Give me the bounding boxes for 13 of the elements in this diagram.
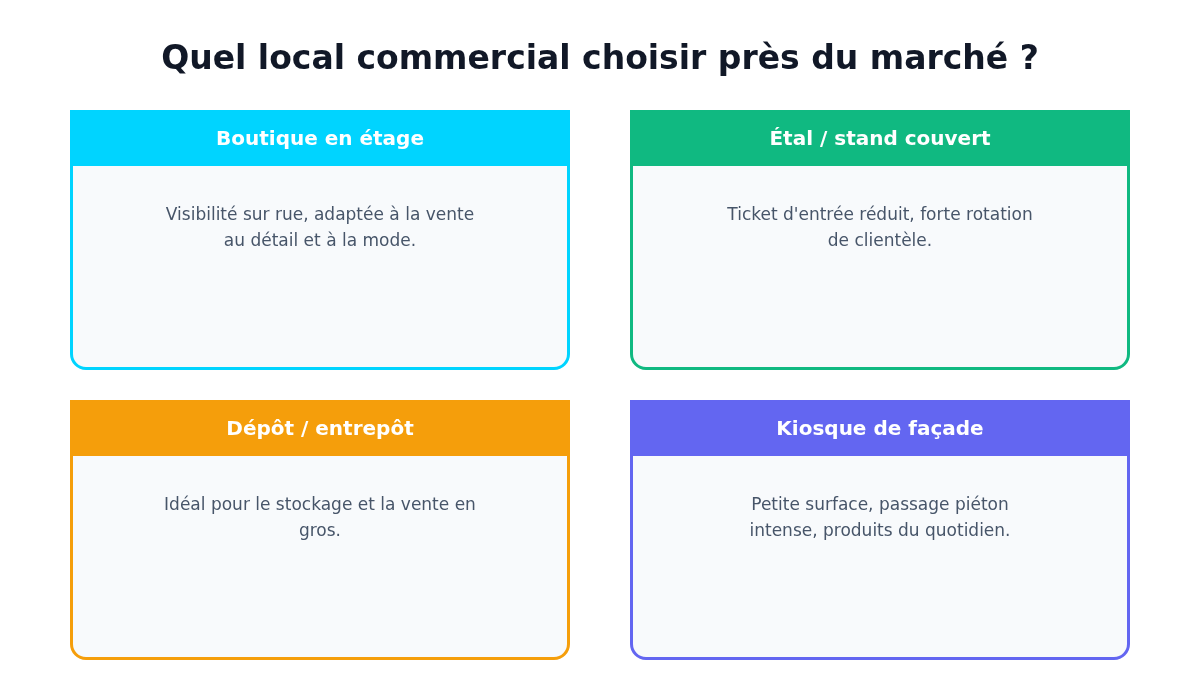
card — [630, 400, 1130, 660]
card-description: Visibilité sur rue, adaptée à la vente au détail et à la mode. — [164, 203, 476, 252]
card-description: Idéal pour le stockage et la vente en gros. — [163, 493, 477, 542]
card — [70, 400, 570, 660]
card — [630, 110, 1130, 370]
card-header: Dépôt / entrepôt — [70, 400, 570, 456]
card-header: Étal / stand couvert — [630, 110, 1130, 166]
diagram-title: Quel local commercial choisir près du marché ? — [160, 38, 1040, 77]
card-header: Kiosque de façade — [630, 400, 1130, 456]
card-description: Ticket d'entrée réduit, forte rotation de clientèle. — [726, 203, 1034, 252]
card-description: Petite surface, passage piéton intense, produits du quotidien. — [748, 493, 1012, 542]
card — [70, 110, 570, 370]
card-header: Boutique en étage — [70, 110, 570, 166]
